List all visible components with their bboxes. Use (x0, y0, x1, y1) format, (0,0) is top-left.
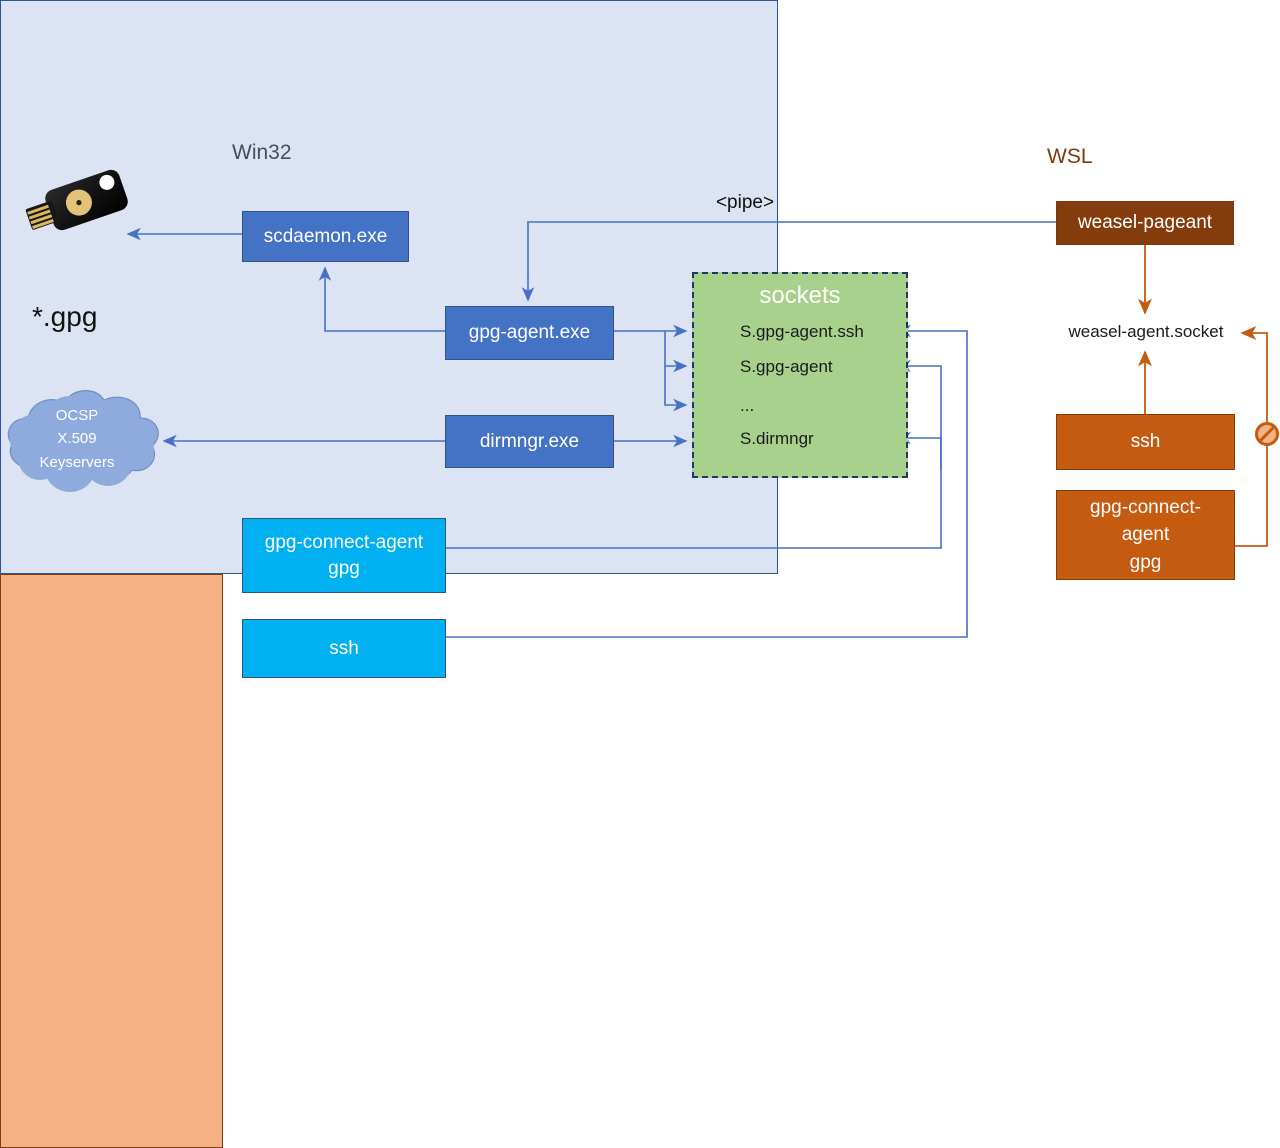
socket-item-ellipsis: ... (740, 396, 755, 415)
client-ssh-wsl: ssh (1056, 414, 1235, 470)
cloud-label: OCSP X.509 Keyservers (39, 407, 115, 471)
no-entry-icon (1255, 422, 1279, 446)
socket-item-gpg-agent: S.gpg-agent (740, 357, 833, 376)
process-dirmngr-exe: dirmngr.exe (445, 415, 614, 468)
process-scdaemon-exe: scdaemon.exe (242, 211, 409, 262)
pipe-connection-label: <pipe> (715, 192, 775, 213)
container-win32-label: Win32 (232, 141, 292, 164)
client-ssh-win32: ssh (242, 619, 446, 678)
container-wsl-label: WSL (1047, 145, 1093, 168)
container-win32 (0, 0, 778, 574)
socket-item-gpg-agent-ssh: S.gpg-agent.ssh (740, 322, 864, 341)
socket-item-dirmngr: S.dirmngr (740, 429, 814, 448)
client-gpg-connect-agent-win32: gpg-connect-agent gpg (242, 518, 446, 593)
sockets-group (692, 272, 908, 478)
sockets-group-title: sockets (759, 282, 841, 309)
client-gpg-connect-agent-wsl: gpg-connect- agent gpg (1056, 490, 1235, 580)
socket-weasel-agent: weasel-agent.socket (1068, 322, 1224, 341)
container-wsl (0, 574, 223, 1148)
process-weasel-pageant: weasel-pageant (1056, 201, 1234, 245)
connector-gpg-connect-agent-wsl-to-weasel-socket (1235, 325, 1268, 547)
process-gpg-agent-exe: gpg-agent.exe (445, 306, 614, 360)
gpg-files-label: *.gpg (32, 301, 98, 332)
